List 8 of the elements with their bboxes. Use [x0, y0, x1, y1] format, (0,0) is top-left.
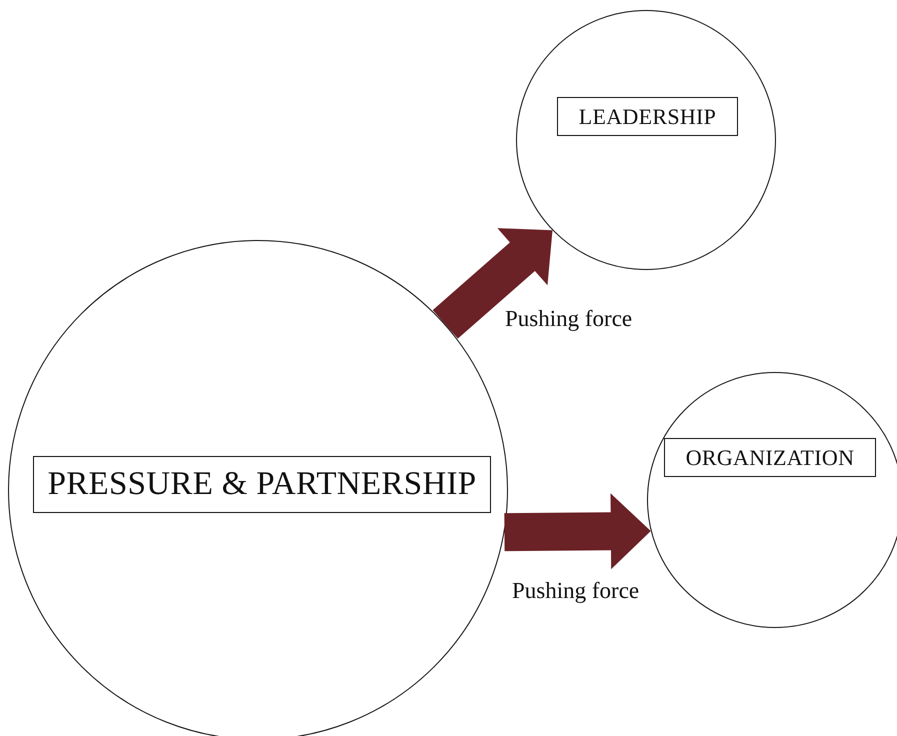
label-box: PRESSURE & PARTNERSHIP	[33, 456, 491, 513]
circle	[647, 372, 897, 628]
block-arrow	[504, 493, 651, 570]
edge-label: Pushing force	[505, 306, 632, 332]
block-arrow	[432, 228, 552, 339]
label-box: ORGANIZATION	[664, 438, 876, 477]
edge-label: Pushing force	[512, 578, 640, 604]
label-box: LEADERSHIP	[557, 97, 738, 136]
